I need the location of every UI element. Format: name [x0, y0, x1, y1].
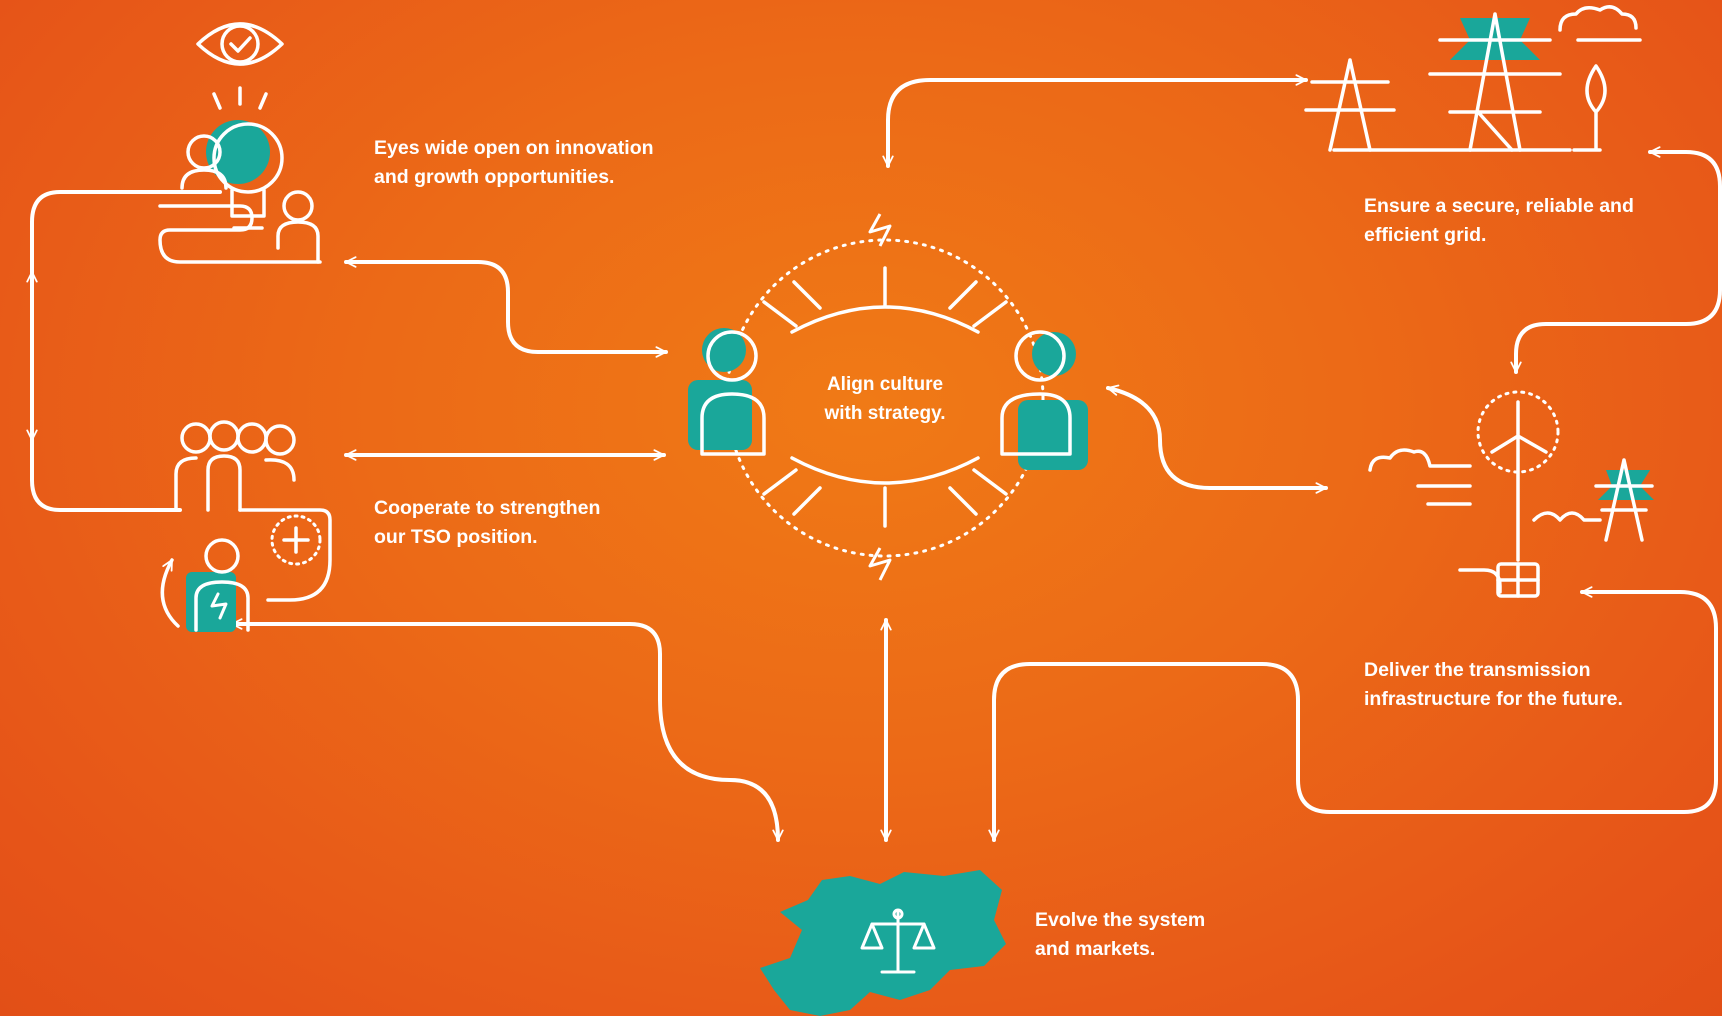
center-infrastructure-connector	[1106, 384, 1328, 494]
grid-label-line1: Ensure a secure, reliable and	[1364, 195, 1634, 217]
innovation-label-line2: and growth opportunities.	[374, 166, 615, 188]
lightning-icon	[868, 213, 892, 581]
innovation-label-line1: Eyes wide open on innovation	[374, 137, 654, 159]
transmission-towers-icon	[1304, 5, 1642, 152]
wind-turbine-icon	[1368, 390, 1654, 598]
grid-infrastructure-connector	[1510, 146, 1722, 374]
center-person-right-icon	[1000, 330, 1088, 470]
center-person-left-icon	[688, 328, 766, 456]
markets-label: Evolve the system and markets.	[1035, 906, 1205, 964]
grid-center-connector	[882, 74, 1308, 168]
innovation-label: Eyes wide open on innovation and growth …	[374, 134, 654, 192]
markets-label-line1: Evolve the system	[1035, 909, 1206, 931]
cooperate-label: Cooperate to strengthen our TSO position…	[374, 494, 600, 552]
center-label-line1: Align culture	[826, 374, 944, 395]
infrastructure-label-line1: Deliver the transmission	[1364, 659, 1591, 681]
infrastructure-label: Deliver the transmission infrastructure …	[1364, 656, 1623, 714]
left-loop-connector	[30, 190, 222, 512]
infrastructure-label-line2: infrastructure for the future.	[1364, 688, 1623, 710]
markets-label-line2: and markets.	[1035, 938, 1156, 960]
cooperate-label-line2: our TSO position.	[374, 526, 538, 548]
innovation-center-connector	[344, 256, 668, 358]
team-cooperation-icon	[160, 420, 332, 632]
lightbulb-eye-icon	[158, 22, 322, 264]
grid-label-line2: efficient grid.	[1364, 224, 1487, 246]
europe-scales-icon	[760, 870, 1006, 1016]
cooperate-label-line1: Cooperate to strengthen	[374, 497, 601, 519]
infrastructure-markets-connector	[988, 586, 1718, 842]
center-label-line2: with strategy.	[824, 403, 946, 424]
center-label: Align culture with strategy.	[785, 370, 985, 428]
grid-label: Ensure a secure, reliable and efficient …	[1364, 192, 1634, 250]
cooperate-markets-connector	[230, 618, 784, 842]
